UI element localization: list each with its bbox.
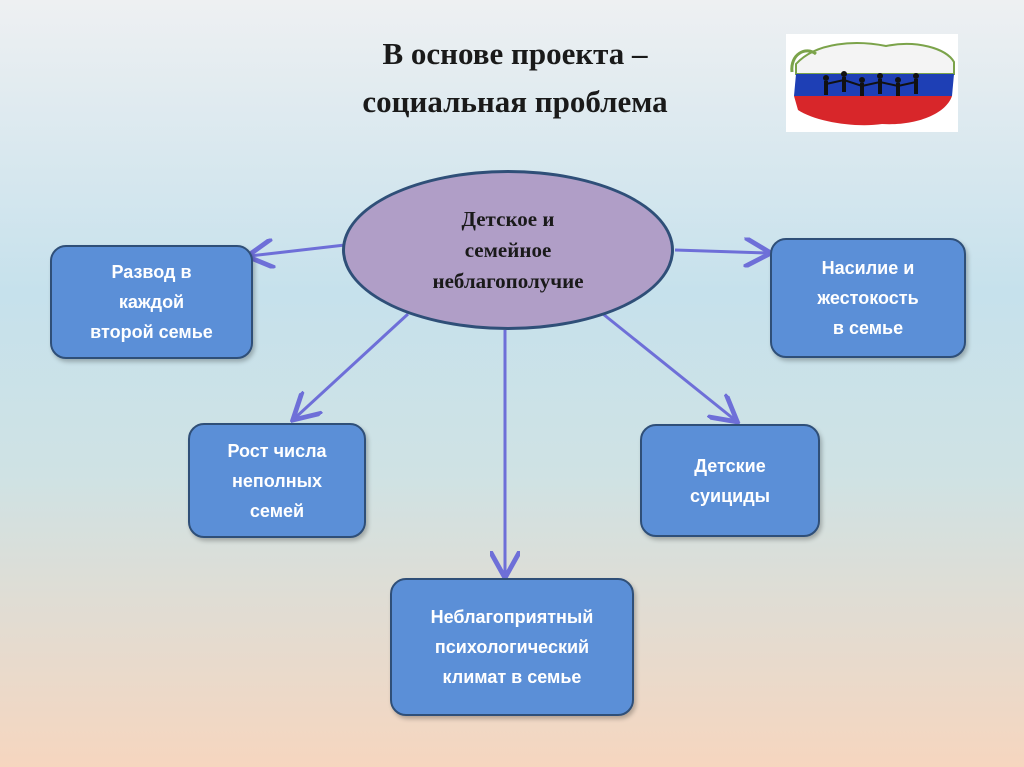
node-single-parent-line-1: Рост числа (227, 440, 327, 461)
node-violence-line-3: в семье (832, 318, 904, 338)
node-climate-line-3: климат в семье (442, 667, 582, 687)
node-divorce-line-2: каждой (118, 292, 185, 312)
node-single-parent: Рост числа неполных семей (188, 423, 366, 538)
node-climate: Неблагоприятный психологический климат в… (390, 578, 634, 716)
arrow-to-violence (674, 250, 768, 253)
node-climate-line-1: Неблагоприятный (430, 607, 594, 627)
node-climate-line-2: психологический (434, 637, 590, 657)
node-single-parent-line-2: неполных (232, 470, 322, 491)
node-divorce-line-1: Развод в (111, 262, 192, 282)
center-line-2: семейное (464, 237, 552, 262)
title-line-1: В основе проекта – (382, 36, 648, 71)
node-violence-line-1: Насилие и (821, 258, 915, 278)
node-single-parent-line-3: семей (249, 500, 305, 521)
node-suicides: Детские суициды (640, 424, 820, 537)
center-line-3: неблагополучие (432, 268, 584, 293)
node-divorce-line-3: второй семье (90, 322, 213, 342)
arrow-to-divorce (250, 245, 346, 256)
arrow-to-single-parent (295, 312, 410, 418)
node-violence-line-2: жестокость (817, 288, 919, 308)
node-suicides-line-1: Детские (694, 455, 766, 476)
node-violence: Насилие и жестокость в семье (770, 238, 966, 358)
arrow-to-suicides (602, 312, 735, 420)
russia-flag-people-logo (786, 34, 958, 132)
title-line-2: социальная проблема (362, 84, 668, 119)
page-title: В основе проекта – социальная проблема (230, 30, 800, 126)
center-line-1: Детское и (461, 206, 555, 231)
node-divorce: Развод в каждой второй семье (50, 245, 253, 359)
node-suicides-line-2: суициды (689, 485, 770, 506)
central-problem-ellipse: Детское и семейное неблагополучие (342, 170, 674, 330)
